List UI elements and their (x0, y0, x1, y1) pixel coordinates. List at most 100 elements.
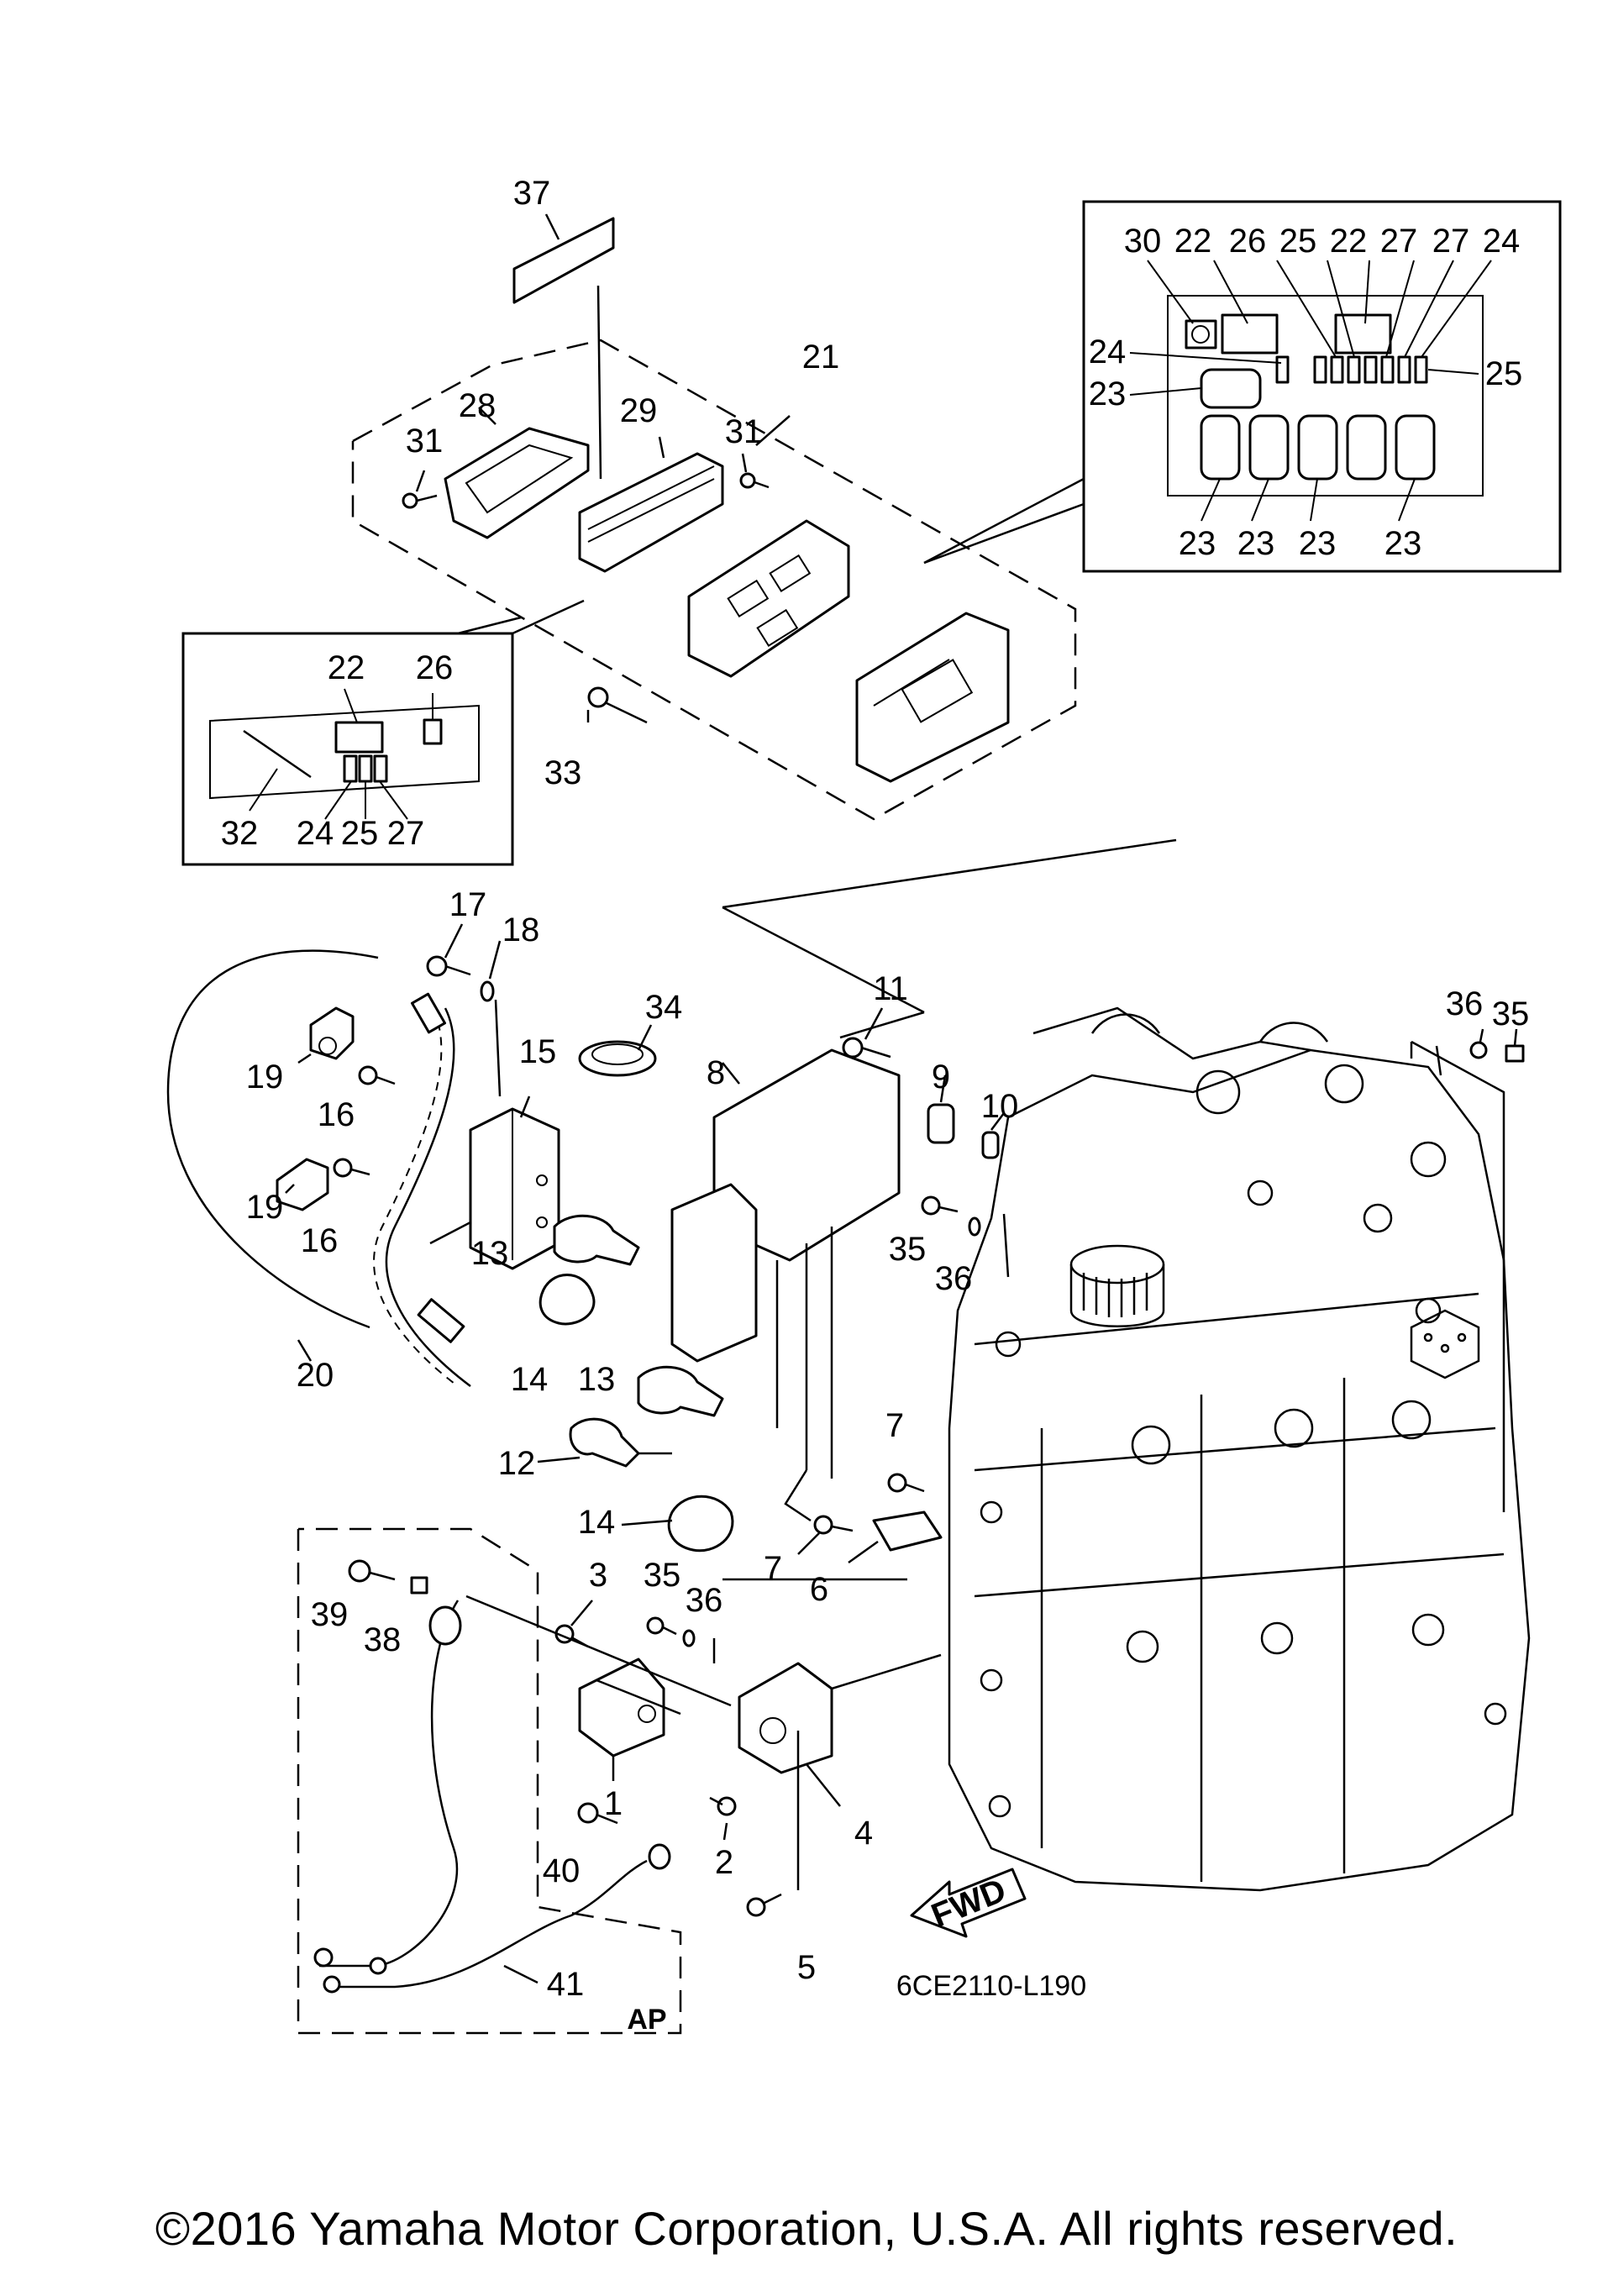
bolt-7-lower (797, 1515, 854, 1555)
bolt-2 (709, 1796, 737, 1841)
engine-block-illustration (948, 1006, 1531, 1892)
screw-31-left (402, 470, 438, 509)
part-label-38: 38 (364, 1621, 402, 1658)
part-label-34: 34 (645, 989, 683, 1026)
inset-right-label-23a: 23 (1179, 525, 1216, 562)
bolt-11 (842, 1007, 891, 1059)
clamp-12 (537, 1417, 672, 1468)
connector-module-part (578, 436, 724, 573)
washer-36-upper (968, 1213, 1010, 1278)
mount-4 (722, 1578, 942, 1807)
part-label-10: 10 (981, 1088, 1019, 1125)
part-label-29: 29 (620, 392, 658, 429)
sensor-19-lower (276, 1158, 329, 1211)
part-label-35-right: 35 (1492, 996, 1530, 1032)
sleeve-10 (981, 1112, 1005, 1159)
part-label-9: 9 (932, 1059, 950, 1095)
washer-18 (480, 940, 502, 1097)
fwd-arrow-icon: FWD (910, 1868, 1027, 1938)
part-label-31-right: 31 (725, 413, 763, 450)
part-label-35-lower: 35 (644, 1557, 681, 1594)
bolt-7-upper (887, 1473, 925, 1493)
inset-right-label-27b: 27 (1432, 223, 1470, 260)
part-label-31-left: 31 (406, 423, 444, 460)
washer-38 (410, 1576, 428, 1595)
part-label-35-upper: 35 (889, 1231, 927, 1268)
inset-right-label-26: 26 (1229, 223, 1267, 260)
inset-left-label-25: 25 (341, 815, 379, 852)
inset-right-label-25a: 25 (1279, 223, 1317, 260)
part-label-2: 2 (715, 1844, 733, 1881)
part-label-36-upper: 36 (935, 1260, 973, 1297)
inset-right-label-27a: 27 (1380, 223, 1418, 260)
clamp-14-upper (539, 1274, 596, 1326)
inset-right-label-25b: 25 (1485, 355, 1523, 392)
part-label-20: 20 (297, 1357, 334, 1394)
part-label-17: 17 (449, 886, 487, 923)
clamp-13-lower (637, 1365, 724, 1417)
ground-cable-41 (313, 1600, 671, 1994)
part-label-7-upper: 7 (885, 1407, 904, 1444)
part-label-6: 6 (810, 1571, 828, 1608)
bolt-17 (426, 923, 471, 977)
part-label-3: 3 (589, 1557, 607, 1594)
part-label-40: 40 (543, 1852, 581, 1889)
inset-left-label-27: 27 (387, 815, 425, 852)
part-label-13-upper: 13 (471, 1235, 509, 1272)
connector-9 (927, 1074, 955, 1144)
part-label-16-upper: 16 (318, 1096, 355, 1133)
part-label-39: 39 (311, 1596, 349, 1633)
inset-left-label-32: 32 (221, 815, 259, 852)
inset-left-label-24: 24 (297, 815, 334, 852)
inset-left-label-26: 26 (416, 649, 454, 686)
part-label-1: 1 (604, 1785, 623, 1822)
inset-right-label-23b: 23 (1237, 525, 1275, 562)
inset-right-label-24a: 24 (1483, 223, 1521, 260)
part-labels: 37 21 28 29 31 31 33 17 18 34 11 19 16 1… (246, 175, 1530, 2003)
bolt-16-lower (333, 1158, 370, 1178)
part-label-21: 21 (802, 339, 840, 376)
part-label-36-right: 36 (1446, 985, 1484, 1022)
bolt-16-upper (358, 1065, 396, 1085)
part-label-37: 37 (513, 175, 551, 212)
wire-harness-part (166, 949, 471, 1387)
grommet-34 (578, 1024, 657, 1077)
bracket-6 (848, 1511, 943, 1564)
part-label-28: 28 (459, 387, 497, 424)
clamp-14-lower (621, 1495, 734, 1553)
part-label-13-lower: 13 (578, 1361, 616, 1398)
part-label-14-upper: 14 (511, 1361, 549, 1398)
part-label-18: 18 (502, 912, 540, 948)
ecu-board-part (855, 612, 1010, 783)
inset-left-label-22: 22 (328, 649, 365, 686)
part-label-8: 8 (707, 1054, 725, 1091)
bolt-35-upper (921, 1195, 959, 1216)
ecu-assembly-group (351, 213, 1085, 821)
bracket-1 (578, 1658, 665, 1781)
part-label-11: 11 (873, 970, 908, 1007)
inset-right-label-24b: 24 (1089, 334, 1127, 370)
washer-36-right (1469, 1028, 1488, 1059)
ecu-cover-part (444, 407, 590, 539)
bracket-8 (670, 838, 1177, 1522)
inset-right-label-23c: 23 (1299, 525, 1337, 562)
ap-label: AP (627, 2004, 666, 2036)
inset-right-label-23d: 23 (1384, 525, 1422, 562)
bolt-40 (577, 1802, 618, 1825)
clamp-13-upper (553, 1214, 640, 1266)
part-label-19-lower: 19 (246, 1189, 284, 1226)
screw-33 (586, 686, 648, 724)
part-label-15: 15 (519, 1033, 557, 1070)
inset-right-label-22b: 22 (1330, 223, 1368, 260)
label-sticker-part (512, 213, 615, 480)
fuse-detail-inset-left: 22 26 32 24 25 27 (181, 599, 585, 866)
part-label-4: 4 (854, 1815, 873, 1852)
inset-right-label-22a: 22 (1174, 223, 1212, 260)
bolt-5 (746, 1731, 800, 1917)
bolt-39 (348, 1559, 396, 1583)
inset-right-label-30: 30 (1124, 223, 1162, 260)
part-label-5: 5 (797, 1949, 816, 1986)
part-label-33: 33 (544, 754, 582, 791)
ecu-base-plate-part (687, 519, 850, 678)
